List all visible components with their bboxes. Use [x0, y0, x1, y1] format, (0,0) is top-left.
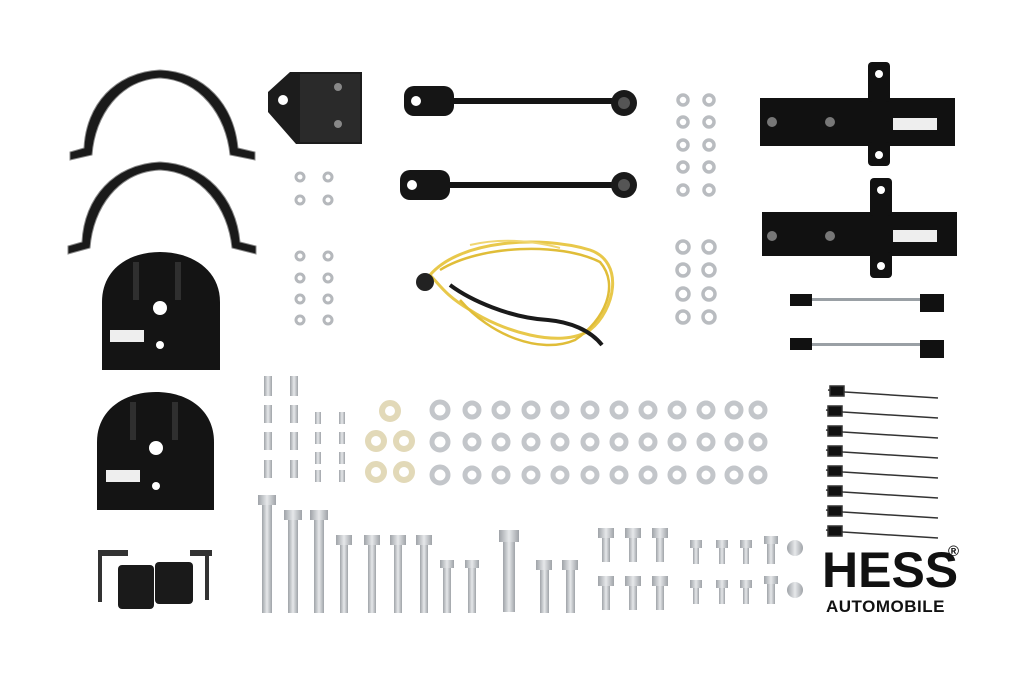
- crossmember-bracket-icon: [760, 62, 955, 166]
- cover-plate-icon: [97, 392, 214, 510]
- u-bracket-icon: [69, 69, 256, 161]
- bolt-group-medium: [598, 528, 803, 610]
- washer-group-large: [429, 399, 768, 486]
- brand-subtitle: AUTOMOBILE: [826, 597, 945, 616]
- washer-group-zinc: [365, 400, 415, 483]
- tie-rod-icon: [790, 294, 944, 312]
- tie-rod-icon: [790, 338, 944, 358]
- u-bracket-icon: [67, 161, 257, 255]
- bolt-group-small: [264, 376, 345, 482]
- crossmember-bracket-icon: [762, 178, 957, 278]
- brand-logo: HESS ® AUTOMOBILE: [822, 542, 972, 617]
- clip-icon: [825, 385, 939, 539]
- stabilizer-link-icon: [400, 170, 637, 200]
- washer-group-small: [294, 171, 334, 326]
- cover-plate-icon: [102, 252, 220, 370]
- washer-group: [675, 93, 717, 325]
- wiring-harness-icon: [416, 239, 615, 347]
- stabilizer-link-icon: [404, 86, 637, 116]
- brand-name: HESS: [822, 542, 959, 598]
- registered-mark: ®: [948, 543, 960, 560]
- mounting-plate-icon: [268, 72, 362, 144]
- bolt-group-long: [258, 495, 578, 613]
- sensor-icon: [98, 550, 212, 609]
